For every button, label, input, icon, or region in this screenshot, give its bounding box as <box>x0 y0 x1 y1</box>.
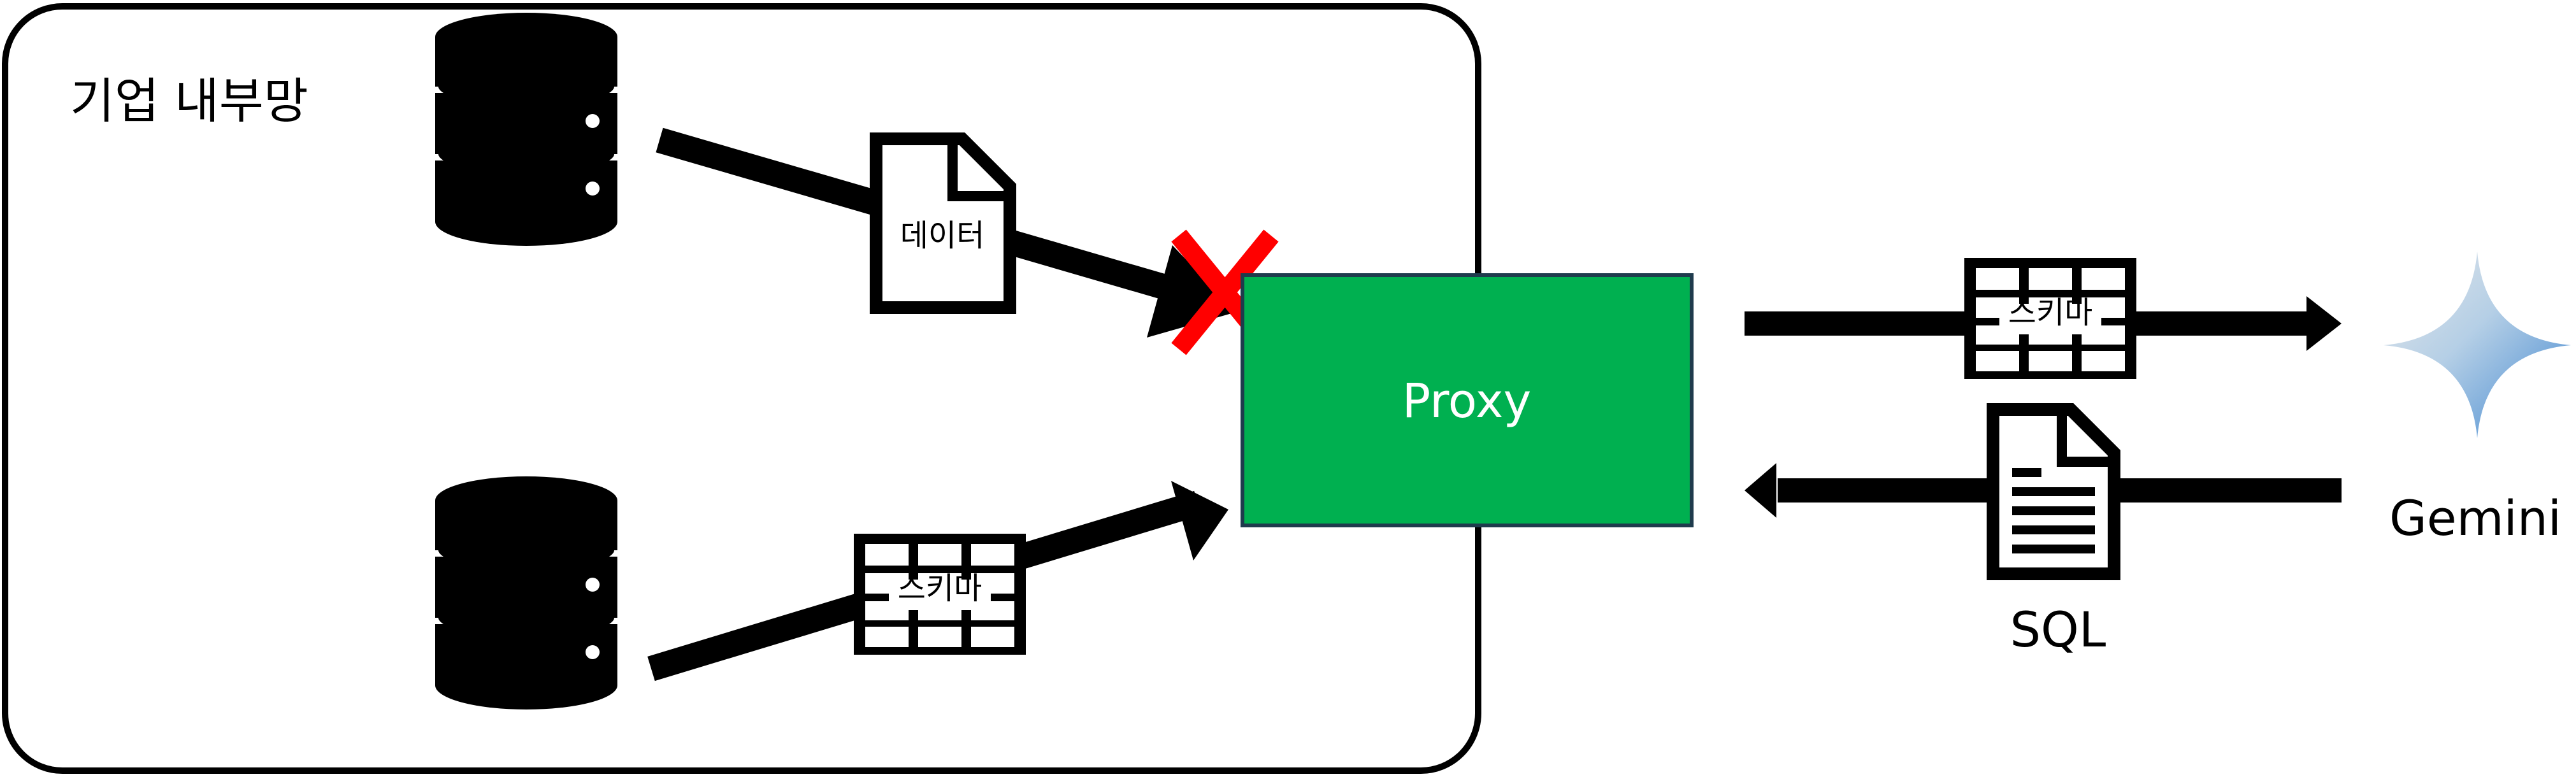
schema-label-left: 스키마 <box>898 571 982 606</box>
zone-label: 기업 내부망 <box>70 73 308 129</box>
proxy-label: Proxy <box>1402 374 1532 429</box>
proxy-box <box>1241 273 1694 527</box>
schema-label-right: 스키마 <box>2008 295 2092 331</box>
sql-label: SQL <box>2010 601 2106 658</box>
database-icon <box>435 13 617 260</box>
data-document-label: 데이터 <box>900 218 984 253</box>
schema-table-icon <box>1964 258 2136 379</box>
gemini-label: Gemini <box>2389 490 2561 546</box>
database-icon <box>435 476 617 724</box>
schema-table-icon <box>854 534 1026 655</box>
gemini-icon <box>2384 252 2571 438</box>
data-document-icon <box>870 132 1016 314</box>
sql-document-icon <box>1987 403 2120 580</box>
